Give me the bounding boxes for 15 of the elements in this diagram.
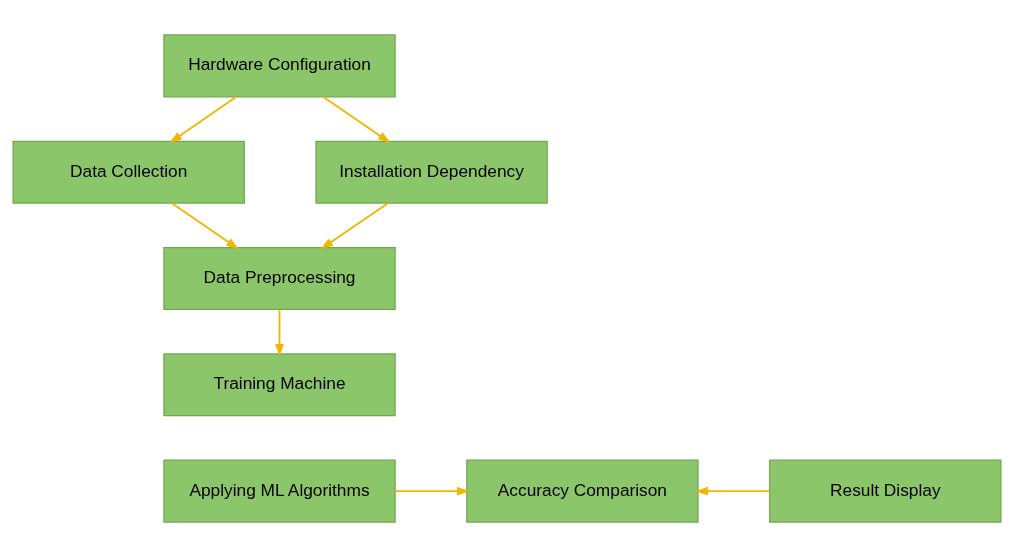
node-box: Accuracy Comparison (466, 459, 699, 523)
node-box: Applying ML Algorithms (163, 459, 396, 523)
arrow (275, 308, 284, 356)
node-box: Data Preprocessing (163, 246, 396, 310)
node-box: Result Display (769, 459, 1002, 523)
arrow (695, 486, 771, 495)
arrow (169, 95, 238, 143)
node-box: Data Collection (12, 140, 245, 204)
node-box: Hardware Configuration (163, 33, 396, 97)
arrow (320, 201, 389, 249)
node-box: Installation Dependency (315, 140, 548, 204)
node-box: Training Machine (163, 352, 396, 416)
arrow (394, 486, 470, 495)
arrow (171, 201, 239, 249)
arrow (322, 95, 391, 143)
